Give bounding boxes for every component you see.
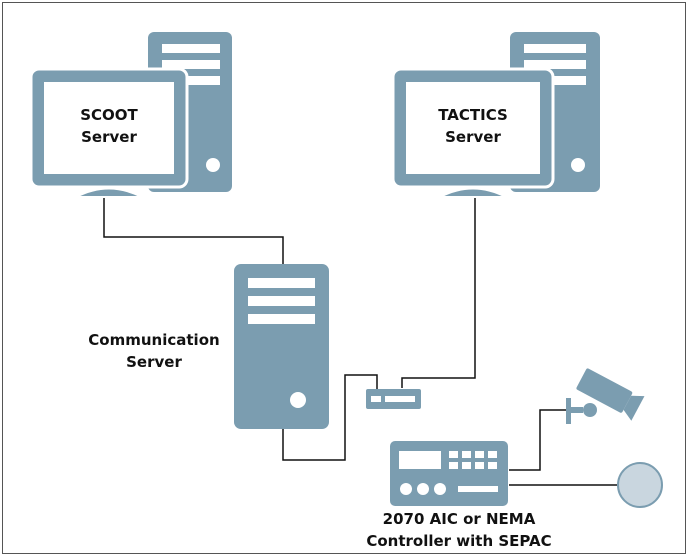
communication-server-line1: Communication [88,331,220,349]
communication-server-line2: Server [126,353,182,371]
loop-detector-icon [617,462,663,508]
line-tactics-to-switch [401,198,476,388]
connection-lines [103,198,617,486]
line-comm-to-switch [282,374,378,461]
tactics-server-line1: TACTICS [438,106,508,124]
communication-server-label: Communication Server [72,329,236,373]
traffic-controller-icon [390,441,508,506]
cctv-camera-icon [566,368,645,424]
controller-label: 2070 AIC or NEMA Controller with SEPAC [334,508,584,552]
scoot-server-line2: Server [81,128,137,146]
line-scoot-to-comm [103,198,284,268]
tactics-computer-icon [391,32,600,198]
controller-line2: Controller with SEPAC [366,532,552,550]
scoot-server-line1: SCOOT [80,106,138,124]
network-switch-icon [366,389,421,409]
scoot-computer-icon [29,32,232,198]
tactics-server-line2: Server [445,128,501,146]
scoot-server-label: SCOOT Server [44,104,174,148]
line-controller-to-camera [509,409,566,471]
controller-line1: 2070 AIC or NEMA [382,510,536,528]
communication-server-icon [234,264,329,429]
tactics-server-label: TACTICS Server [406,104,540,148]
